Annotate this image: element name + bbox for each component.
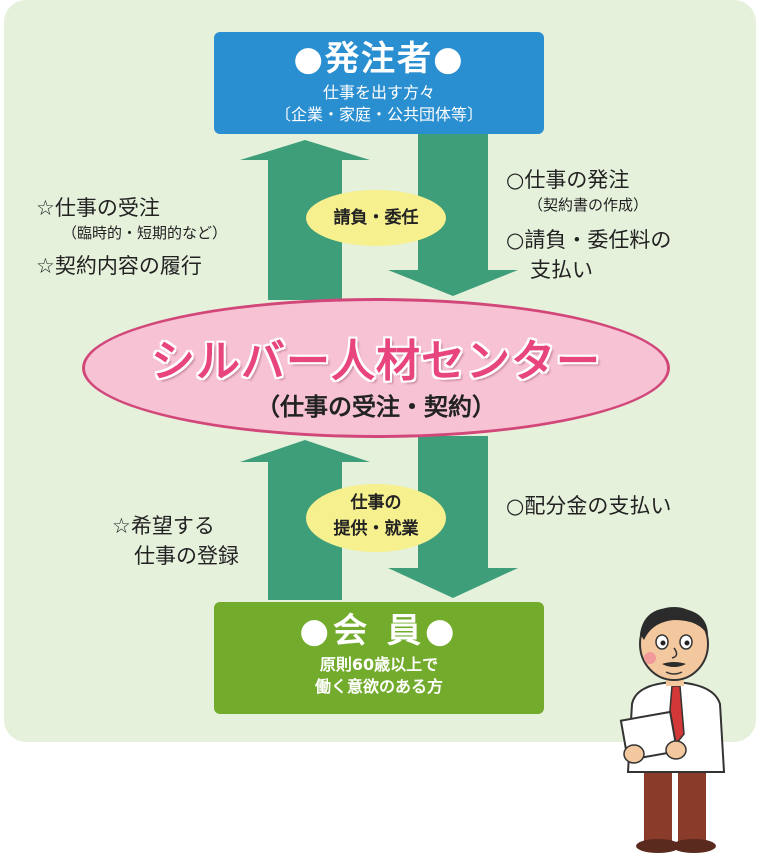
arrow-down-bottom <box>388 436 518 598</box>
arrow-up-top <box>240 140 370 300</box>
member-line1: 原則60歳以上で <box>319 655 439 674</box>
contract-pill-label: 請負・委任 <box>333 208 419 228</box>
arrow-down-top <box>388 134 518 296</box>
contract-pill: 請負・委任 <box>306 190 446 246</box>
center-subtitle: （仕事の受注・契約） <box>256 393 496 421</box>
left-note-contract-fulfillment: ☆契約内容の履行 <box>36 254 202 278</box>
work-pill-line1: 仕事の <box>350 493 402 513</box>
right-note-distribution: ○配分金の支払い <box>506 494 672 518</box>
orderer-line2: 〔企業・家庭・公共団体等〕 <box>274 105 483 124</box>
left-note-register-line1: ☆希望する <box>112 514 215 538</box>
right-note-order: ○仕事の発注 <box>506 168 630 192</box>
arrow-up-bottom <box>240 440 370 600</box>
member-line2: 働く意欲のある方 <box>314 677 443 696</box>
right-note-order-detail: （契約書の作成） <box>528 196 649 214</box>
member-box: ●会 員● 原則60歳以上で 働く意欲のある方 <box>214 602 544 714</box>
orderer-line1: 仕事を出す方々 <box>322 83 435 102</box>
member-title: ●会 員● <box>299 611 459 651</box>
right-note-fee-line2: 支払い <box>530 258 593 282</box>
left-note-register-line2: 仕事の登録 <box>134 544 239 568</box>
man-holding-paper-illustration <box>619 607 726 853</box>
orderer-box: ●発注者● 仕事を出す方々 〔企業・家庭・公共団体等〕 <box>214 32 544 134</box>
left-note-order-receipt: ☆仕事の受注 <box>36 196 160 220</box>
right-note-fee-line1: ○請負・委任料の <box>506 228 672 252</box>
center-ellipse: シルバー人材センター （仕事の受注・契約） <box>82 298 670 438</box>
work-pill-line2: 提供・就業 <box>333 519 419 539</box>
left-note-order-detail: （臨時的・短期的など） <box>62 224 228 242</box>
center-title: シルバー人材センター <box>151 336 601 387</box>
work-pill: 仕事の 提供・就業 <box>306 484 446 552</box>
orderer-title: ●発注者● <box>293 39 465 79</box>
